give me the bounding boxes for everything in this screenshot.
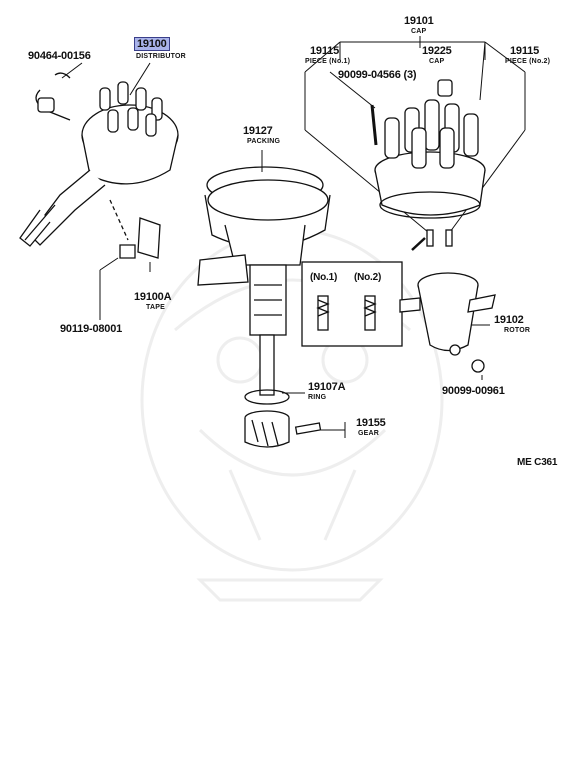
cap-drawing bbox=[370, 79, 486, 251]
part-name-cap-small: CAP bbox=[429, 58, 445, 65]
part-name-packing: PACKING bbox=[247, 138, 281, 145]
piece-inset-box bbox=[301, 261, 403, 347]
part-number-19225: 19225 bbox=[422, 45, 452, 57]
rotor-drawing bbox=[399, 272, 496, 373]
part-number-90119-08001: 90119-08001 bbox=[60, 323, 123, 335]
quantity-label: (3) bbox=[403, 69, 417, 81]
housing-drawing bbox=[197, 166, 331, 448]
part-number-19100[interactable]: 19100 bbox=[134, 37, 170, 51]
part-number-19101: 19101 bbox=[404, 15, 434, 27]
part-name-tape: TAPE bbox=[146, 304, 165, 311]
part-number-19115-no1: 19115 bbox=[310, 45, 339, 57]
part-number-19155: 19155 bbox=[356, 417, 386, 429]
part-name-rotor: ROTOR bbox=[504, 327, 531, 334]
inset-label-no2: (No.2) bbox=[354, 272, 382, 283]
part-number-19127: 19127 bbox=[243, 125, 273, 137]
part-number-19115-no2: 19115 bbox=[510, 45, 539, 57]
inset-label-no1: (No.1) bbox=[310, 272, 338, 283]
figure-code: ME C361 bbox=[517, 457, 558, 468]
part-number-19107a: 19107A bbox=[308, 381, 346, 393]
part-name-distributor: DISTRIBUTOR bbox=[136, 53, 186, 60]
part-name-piece-no2: PIECE (No.2) bbox=[505, 58, 551, 65]
highlighted-part-number: 19100 bbox=[134, 37, 170, 51]
distributor-drawing bbox=[19, 72, 179, 259]
part-name-cap: CAP bbox=[411, 28, 427, 35]
part-number-90099-04566: 90099-04566 (3) bbox=[338, 69, 417, 81]
part-number-19102: 19102 bbox=[494, 314, 524, 326]
part-name-ring: RING bbox=[308, 394, 327, 401]
part-name-gear: GEAR bbox=[358, 430, 380, 437]
part-name-piece-no1: PIECE (No.1) bbox=[305, 58, 351, 65]
part-number-90464-00156: 90464-00156 bbox=[28, 50, 91, 62]
part-number-19100a: 19100A bbox=[134, 291, 172, 303]
part-number-90099-00961: 90099-00961 bbox=[442, 385, 505, 397]
